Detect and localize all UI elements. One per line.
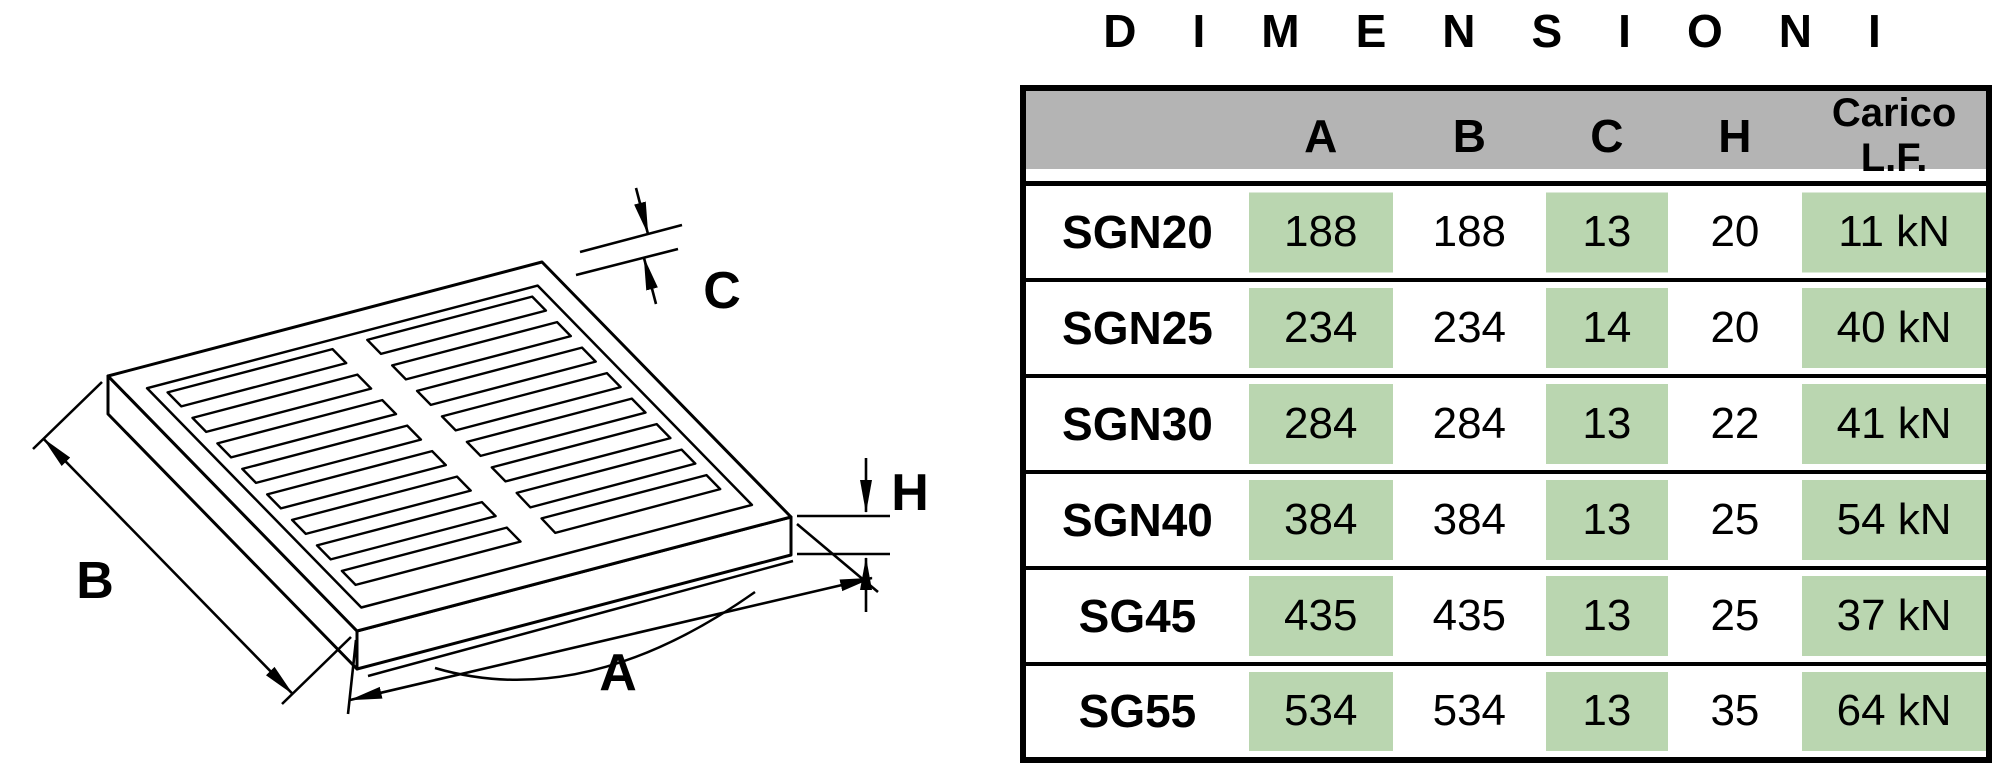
ext-line-b-bottom xyxy=(281,636,352,705)
cell-model: SGN25 xyxy=(1023,277,1249,376)
slot xyxy=(366,295,548,356)
cell-b: 534 xyxy=(1392,661,1547,760)
cell-c: 13 xyxy=(1546,565,1668,664)
table-row: SGN40 384 384 13 25 54 kN xyxy=(1023,469,1989,568)
cell-model: SG45 xyxy=(1023,565,1249,664)
slot xyxy=(465,397,647,458)
slot xyxy=(391,320,572,381)
cell-c: 13 xyxy=(1546,661,1668,760)
cell-c: 13 xyxy=(1546,469,1668,568)
dim-label-a: A xyxy=(599,644,637,702)
cell-a: 188 xyxy=(1248,181,1393,280)
cell-h: 20 xyxy=(1667,277,1803,376)
header-col-load: Carico L.F. xyxy=(1802,88,1989,186)
dimensions-table: A B C H Carico L.F. SGN20 188 188 13 20 … xyxy=(1020,85,1992,763)
cell-b: 234 xyxy=(1392,277,1547,376)
cell-b: 284 xyxy=(1392,373,1547,472)
cell-load: 37 kN xyxy=(1802,565,1989,664)
dim-arrow-c-upper xyxy=(634,187,650,235)
ext-line-c-inner xyxy=(575,247,679,277)
cell-model: SG55 xyxy=(1023,661,1249,760)
dim-arrow-c-lower xyxy=(642,257,658,305)
cell-a: 435 xyxy=(1248,565,1393,664)
cell-a: 234 xyxy=(1248,277,1393,376)
cell-a: 284 xyxy=(1248,373,1393,472)
cell-model: SGN20 xyxy=(1023,181,1249,280)
table-row: SGN25 234 234 14 20 40 kN xyxy=(1023,277,1989,376)
cell-c: 13 xyxy=(1546,181,1668,280)
cell-model: SGN40 xyxy=(1023,469,1249,568)
cell-c: 14 xyxy=(1546,277,1668,376)
cell-h: 20 xyxy=(1667,181,1803,280)
cell-load: 11 kN xyxy=(1802,181,1989,280)
cell-h: 35 xyxy=(1667,661,1803,760)
slot-column-right xyxy=(366,295,722,535)
slot xyxy=(515,448,697,509)
dim-label-h: H xyxy=(891,464,929,522)
table-title: DIMENSIONI xyxy=(1103,5,1937,57)
cell-load: 41 kN xyxy=(1802,373,1989,472)
header-col-b: B xyxy=(1392,88,1547,186)
slot xyxy=(415,346,597,407)
slot xyxy=(166,347,348,408)
dim-arrow-a xyxy=(349,576,873,702)
slot xyxy=(540,473,722,535)
cell-b: 384 xyxy=(1392,469,1547,568)
slot xyxy=(315,500,497,561)
cell-a: 534 xyxy=(1248,661,1393,760)
dim-label-c: C xyxy=(703,262,741,320)
cell-load: 40 kN xyxy=(1802,277,1989,376)
slot xyxy=(191,373,373,434)
cell-c: 13 xyxy=(1546,373,1668,472)
header-col-h: H xyxy=(1667,88,1803,186)
cell-model: SGN30 xyxy=(1023,373,1249,472)
cell-h: 22 xyxy=(1667,373,1803,472)
slot xyxy=(440,371,622,432)
header-row: A B C H Carico L.F. xyxy=(1023,88,1989,186)
ext-line-b-top xyxy=(32,381,103,450)
header-col-a: A xyxy=(1248,88,1393,186)
cell-h: 25 xyxy=(1667,565,1803,664)
cell-load: 64 kN xyxy=(1802,661,1989,760)
cell-a: 384 xyxy=(1248,469,1393,568)
header-col-c: C xyxy=(1546,88,1668,186)
header-model xyxy=(1023,88,1249,186)
cell-b: 435 xyxy=(1392,565,1547,664)
cell-h: 25 xyxy=(1667,469,1803,568)
table-row: SGN30 284 284 13 22 41 kN xyxy=(1023,373,1989,472)
slot xyxy=(290,475,472,536)
table-row: SG45 435 435 13 25 37 kN xyxy=(1023,565,1989,664)
dim-arrow-b xyxy=(42,437,294,695)
cell-load: 54 kN xyxy=(1802,469,1989,568)
ext-line-c-outer xyxy=(579,223,683,254)
slot xyxy=(490,422,672,483)
table-row: SG55 534 534 13 35 64 kN xyxy=(1023,661,1989,760)
table-row: SGN20 188 188 13 20 11 kN xyxy=(1023,181,1989,280)
grate-technical-drawing: B A C H xyxy=(32,187,929,715)
dim-label-b: B xyxy=(76,552,114,610)
cell-b: 188 xyxy=(1392,181,1547,280)
